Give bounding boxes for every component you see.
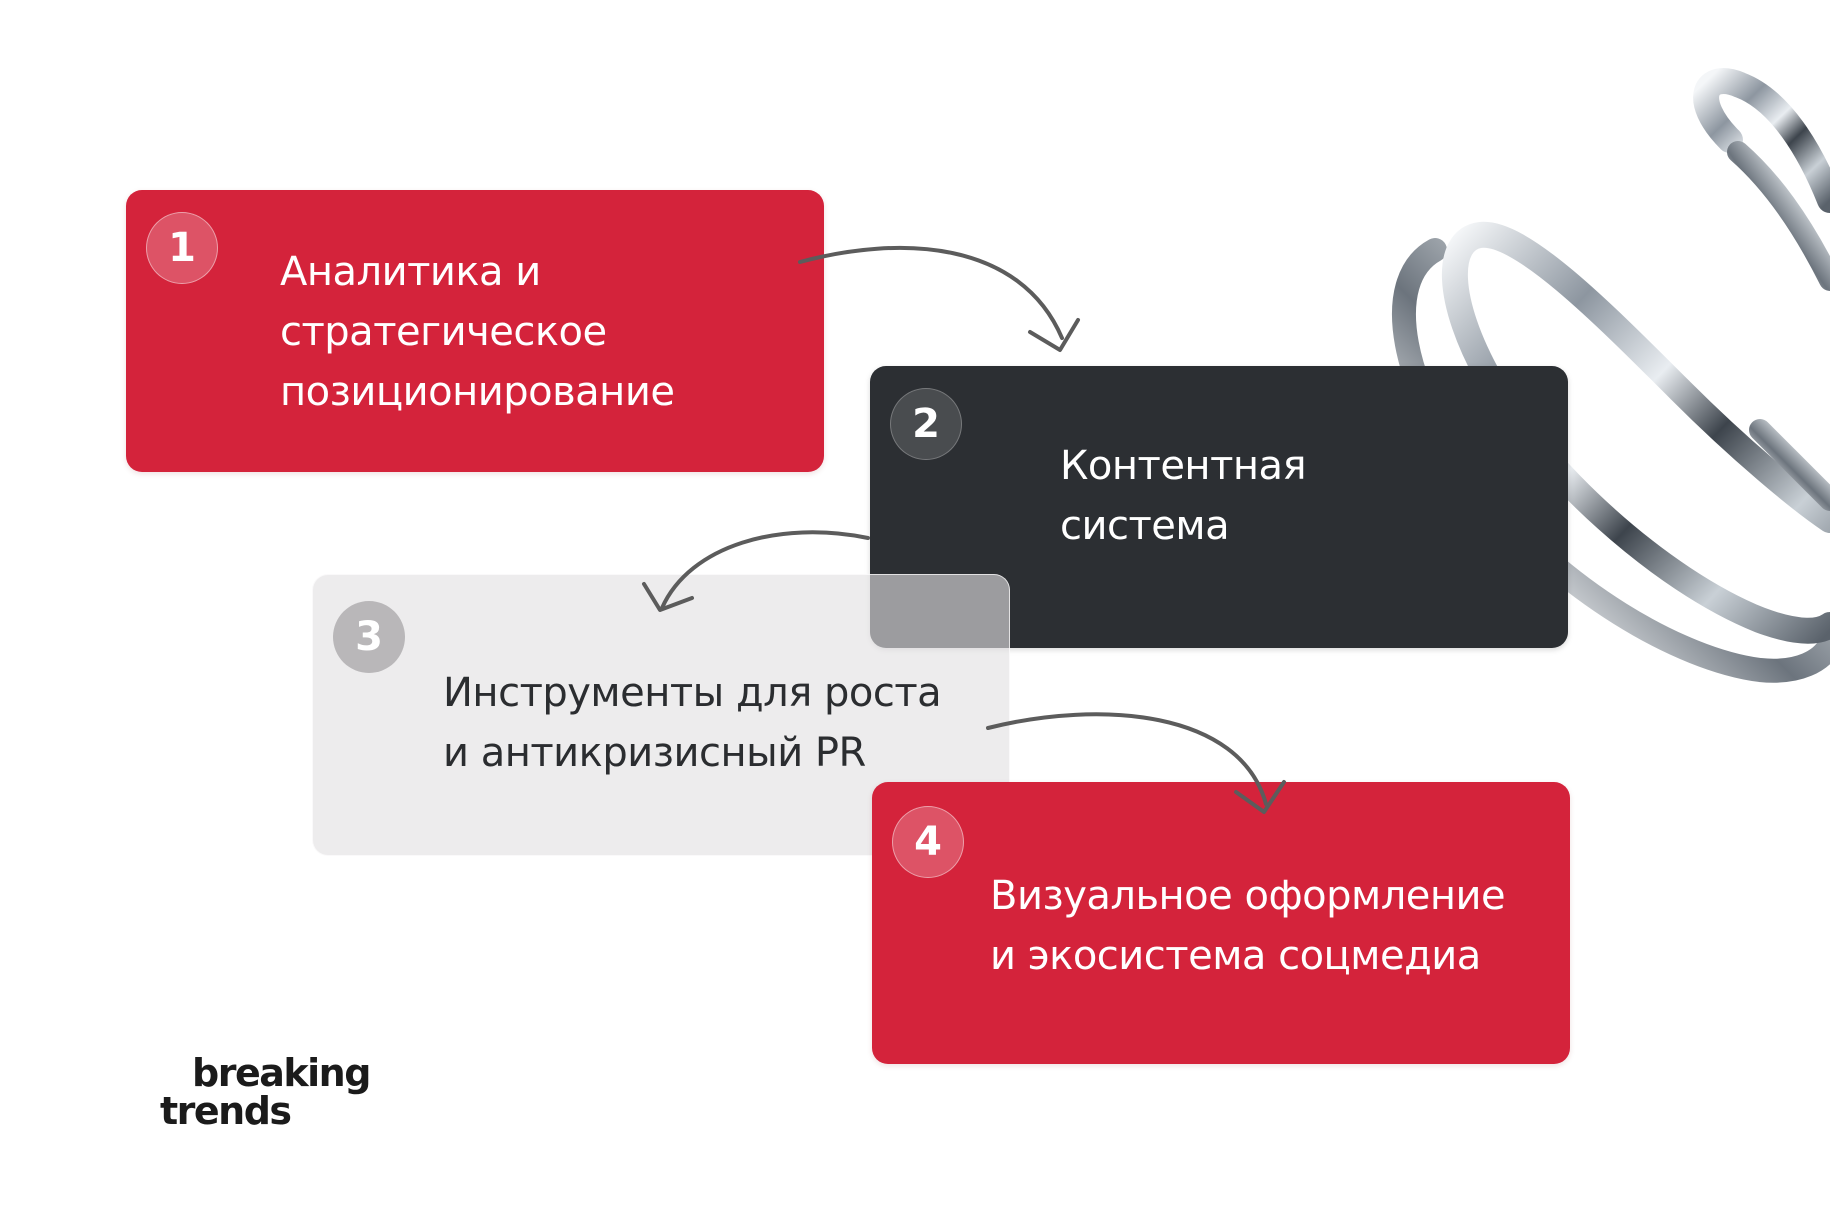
step-card-4: 4 Визуальное оформление и экосистема соц… <box>872 782 1570 1064</box>
curved-arrow-icon <box>798 245 1080 352</box>
step-text-line: и антикризисный PR <box>443 730 866 776</box>
logo-line-1: breaking <box>192 1051 371 1095</box>
step-text-line: Визуальное оформление <box>990 873 1506 919</box>
curved-arrow-icon <box>986 712 1286 814</box>
step-text: Аналитика и стратегическое позиционирова… <box>280 242 675 422</box>
step-number-badge: 3 <box>333 601 405 673</box>
step-text: Контентная система <box>1060 436 1307 556</box>
step-text-line: и экосистема соцмедиа <box>990 933 1481 979</box>
curved-arrow-icon <box>642 530 870 612</box>
step-number-badge: 1 <box>146 212 218 284</box>
step-card-1: 1 Аналитика и стратегическое позициониро… <box>126 190 824 472</box>
step-text-line: стратегическое <box>280 309 607 355</box>
step-text: Инструменты для роста и антикризисный PR <box>443 663 942 783</box>
step-text-line: Аналитика и <box>280 249 541 295</box>
step-number-badge: 4 <box>892 806 964 878</box>
step-text-line: Инструменты для роста <box>443 670 942 716</box>
logo-line-2: trends <box>160 1089 292 1133</box>
step-text-line: позиционирование <box>280 369 675 415</box>
step-text-line: Контентная <box>1060 443 1307 489</box>
step-number-badge: 2 <box>890 388 962 460</box>
step-text-line: система <box>1060 503 1230 549</box>
step-text: Визуальное оформление и экосистема соцме… <box>990 866 1506 986</box>
breaking-trends-logo: breaking trends <box>160 1051 371 1133</box>
